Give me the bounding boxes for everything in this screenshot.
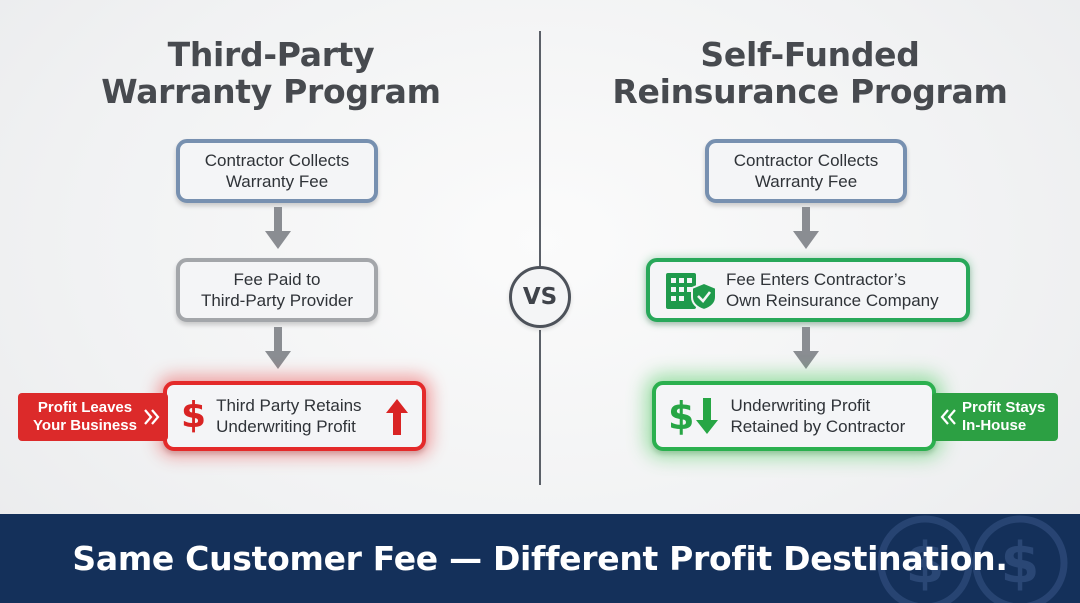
left-step2-line-1: Fee Paid to: [233, 270, 321, 289]
right-title-line-2: Reinsurance Program: [612, 72, 1008, 111]
svg-text:$: $: [906, 531, 945, 596]
center-divider-bottom: [539, 330, 541, 485]
left-step1-line-2: Warranty Fee: [225, 172, 329, 191]
right-step3-line-2: Retained by Contractor: [730, 417, 906, 436]
arrow-down-icon: [696, 398, 719, 434]
vs-badge: VS: [509, 266, 571, 328]
right-step-collect-fee: Contractor Collects Warranty Fee: [705, 139, 907, 203]
arrow-down-icon: [265, 327, 291, 369]
left-step3-line-1: Third Party Retains: [216, 396, 362, 415]
arrow-down-icon: [265, 207, 291, 249]
arrow-down-icon: [793, 327, 819, 369]
profit-stays-line-1: Profit Stays: [962, 399, 1046, 416]
left-step-collect-fee: Contractor Collects Warranty Fee: [176, 139, 378, 203]
left-step1-line-1: Contractor Collects: [204, 151, 350, 170]
right-step2-line-2: Own Reinsurance Company: [726, 291, 939, 310]
right-step1-line-1: Contractor Collects: [733, 151, 879, 170]
profit-leaves-line-2: Your Business: [33, 417, 137, 434]
coin-watermark-icon: $ $: [877, 515, 1068, 603]
svg-text:$: $: [1001, 531, 1040, 596]
left-step-fee-paid: Fee Paid to Third-Party Provider: [176, 258, 378, 322]
left-column-title: Third-Party Warranty Program: [71, 36, 471, 110]
dollar-icon: $: [668, 394, 695, 438]
arrow-up-icon: [386, 399, 408, 435]
left-title-line-2: Warranty Program: [101, 72, 441, 111]
dollar-icon: $: [181, 395, 207, 436]
profit-leaves-tag: Profit Leaves Your Business: [18, 393, 168, 441]
footer-banner: $ $ Same Customer Fee — Different Profit…: [0, 514, 1080, 603]
right-step-profit-retained: $ Underwriting Profit Retained by Contra…: [652, 381, 936, 451]
right-column-title: Self-Funded Reinsurance Program: [610, 36, 1010, 110]
right-step1-line-2: Warranty Fee: [754, 172, 858, 191]
right-step2-line-1: Fee Enters Contractor’s: [726, 270, 906, 289]
double-chevron-right-icon: [144, 409, 160, 425]
double-chevron-left-icon: [940, 409, 956, 425]
profit-stays-tag: Profit Stays In-House: [932, 393, 1058, 441]
profit-stays-line-2: In-House: [962, 417, 1027, 434]
left-step2-line-2: Third-Party Provider: [200, 291, 354, 310]
left-title-line-1: Third-Party: [167, 35, 375, 74]
center-divider-top: [539, 31, 541, 267]
left-step3-line-2: Underwriting Profit: [216, 417, 356, 436]
building-shield-icon: [666, 273, 717, 311]
right-step-fee-enters: Fee Enters Contractor’s Own Reinsurance …: [646, 258, 970, 322]
right-step3-line-1: Underwriting Profit: [730, 396, 871, 415]
profit-leaves-line-1: Profit Leaves: [37, 399, 133, 416]
right-title-line-1: Self-Funded: [700, 35, 920, 74]
footer-tagline: Same Customer Fee — Different Profit Des…: [72, 539, 1008, 578]
arrow-down-icon: [793, 207, 819, 249]
left-step-profit-retained: $ Third Party Retains Underwriting Profi…: [163, 381, 426, 451]
